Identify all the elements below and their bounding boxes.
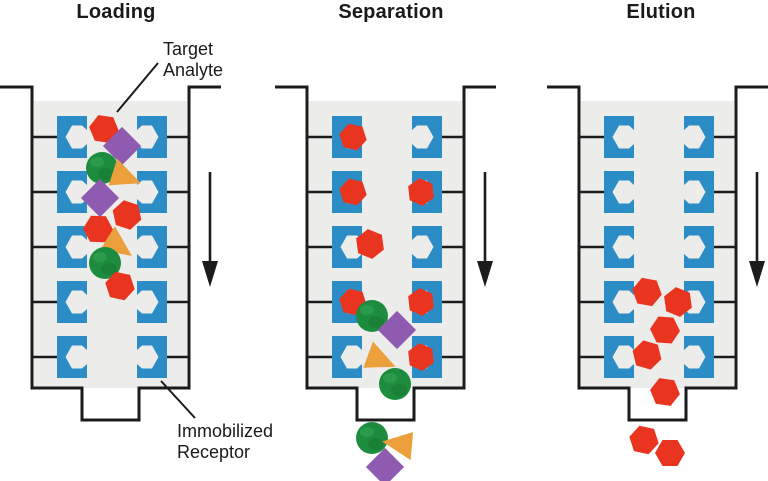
target-analyte-label: Target Analyte (163, 39, 223, 80)
flow-arrow-down (477, 172, 493, 287)
immobilized-receptor-left (604, 281, 634, 323)
immobilized-receptor-left (332, 171, 362, 213)
protein-circle (356, 422, 388, 454)
target-analyte-leader-line (116, 62, 159, 113)
immobilized-receptor-right (412, 171, 442, 213)
panel-elution (547, 85, 768, 466)
target-analyte-hexagon (664, 287, 692, 317)
bound-analyte-hexagon (339, 178, 367, 206)
immobilized-receptor-left (604, 171, 634, 213)
immobilized-receptor-right (137, 171, 167, 213)
bound-analyte-hexagon (408, 178, 434, 206)
immobilized-receptor-right (137, 281, 167, 323)
target-analyte-hexagon (629, 425, 659, 455)
immobilized-receptor-right (684, 336, 714, 378)
immobilized-receptor-left (57, 226, 87, 268)
immobilized-receptor-left (332, 336, 362, 378)
protein-diamond (377, 310, 417, 350)
immobilized-receptor-left (332, 281, 362, 323)
protein-diamond (365, 447, 405, 481)
immobilized-receptor-left (604, 336, 634, 378)
target-analyte-hexagon (112, 200, 142, 230)
column-outline (275, 85, 496, 422)
target-analyte-label-line1: Target (163, 39, 214, 59)
immobilized-receptor-right (684, 116, 714, 158)
immobilized-receptor-leader-line (160, 380, 196, 419)
target-analyte-hexagon (356, 229, 384, 259)
immobilized-receptor-right (137, 226, 167, 268)
immobilized-receptor-right (684, 281, 714, 323)
immobilized-receptor-left (57, 116, 87, 158)
protein-circle (379, 368, 411, 400)
immobilized-receptor-right (684, 171, 714, 213)
flow-arrow-down (202, 172, 218, 287)
immobilized-receptor-right (137, 336, 167, 378)
flow-arrow-down (749, 172, 765, 287)
target-analyte-hexagon (632, 340, 662, 370)
immobilized-receptor-left (332, 226, 362, 268)
immobilized-receptor-right (412, 336, 442, 378)
immobilized-receptor-left (57, 336, 87, 378)
column-outline (547, 85, 768, 422)
protein-triangle (108, 158, 141, 186)
immobilized-receptor-left (57, 171, 87, 213)
flow-arrow-head (749, 261, 765, 287)
immobilized-receptor-left (604, 226, 634, 268)
immobilized-receptor-right (684, 226, 714, 268)
bound-analyte-hexagon (339, 123, 367, 151)
panel-title-loading: Loading (76, 1, 156, 23)
immobilized-receptor-left (332, 116, 362, 158)
immobilized-receptor-left (57, 281, 87, 323)
panel-title-elution: Elution (626, 1, 696, 23)
protein-circle (356, 300, 388, 332)
target-analyte-hexagon (650, 316, 680, 344)
panel-title-separation: Separation (338, 1, 444, 23)
target-analyte-label-line2: Analyte (163, 59, 224, 80)
target-analyte-hexagon (83, 215, 113, 243)
immobilized-receptor-right (412, 116, 442, 158)
bound-analyte-hexagon (408, 343, 434, 371)
protein-triangle (382, 432, 414, 461)
target-analyte-hexagon (105, 271, 135, 301)
immobilized-receptor-label: Immobilized Receptor (177, 421, 273, 462)
target-analyte-hexagon (89, 115, 119, 143)
panel-loading (0, 85, 221, 422)
protein-circle (86, 152, 118, 184)
panel-separation (275, 85, 496, 481)
bound-analyte-hexagon (408, 288, 434, 316)
immobilized-receptor-left (604, 116, 634, 158)
target-analyte-hexagon (655, 440, 685, 466)
protein-circle (89, 247, 121, 279)
flow-arrow-head (202, 261, 218, 287)
immobilized-receptor-right (412, 281, 442, 323)
immobilized-receptor-right (137, 116, 167, 158)
immobilized-receptor-right (412, 226, 442, 268)
column-outline (0, 85, 221, 422)
target-analyte-hexagon (632, 277, 662, 307)
target-analyte-hexagon (650, 378, 680, 406)
protein-triangle (363, 341, 396, 368)
immobilized-receptor-label-line2: Receptor (177, 441, 251, 462)
flow-arrow-head (477, 261, 493, 287)
immobilized-receptor-label-line1: Immobilized (177, 421, 274, 441)
